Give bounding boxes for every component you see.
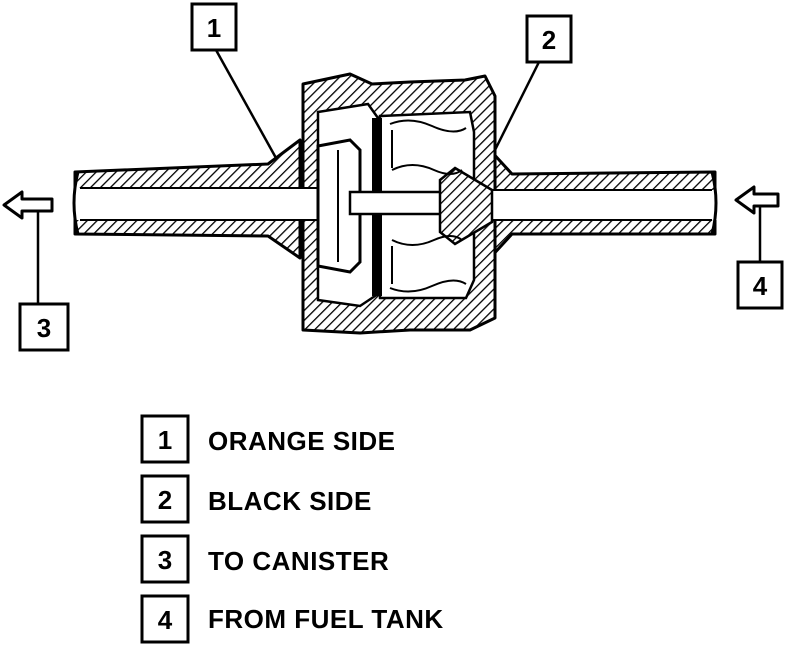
leader-1 — [214, 49, 278, 159]
legend-item-4: 4 FROM FUEL TANK — [140, 594, 444, 644]
legend-item-2: 2 BLACK SIDE — [140, 474, 372, 524]
legend-number-3: 3 — [158, 545, 172, 575]
spring-retainer — [438, 166, 494, 246]
callout-2: 2 — [525, 14, 573, 64]
legend-number-1: 1 — [158, 425, 172, 455]
callout-4-label: 4 — [753, 271, 768, 301]
spring — [389, 119, 467, 293]
callout-3-label: 3 — [37, 313, 51, 343]
legend-text-4: FROM FUEL TANK — [208, 604, 444, 634]
callout-4: 4 — [736, 260, 784, 310]
callout-3: 3 — [18, 302, 70, 352]
legend-number-4: 4 — [158, 605, 173, 635]
legend-number-2: 2 — [158, 485, 172, 515]
legend-text-2: BLACK SIDE — [208, 486, 372, 516]
legend-item-3: 3 TO CANISTER — [140, 534, 389, 584]
callout-1: 1 — [190, 2, 238, 52]
callout-2-label: 2 — [542, 25, 556, 55]
flow-arrow-in-icon — [734, 185, 780, 215]
legend-text-3: TO CANISTER — [208, 546, 389, 576]
leader-2 — [493, 59, 542, 151]
legend-item-1: 1 ORANGE SIDE — [140, 414, 396, 464]
flow-arrow-out-icon — [2, 190, 54, 220]
legend-text-1: ORANGE SIDE — [208, 426, 396, 456]
leader-lines — [36, 49, 762, 304]
right-bore — [478, 190, 718, 220]
callout-1-label: 1 — [207, 13, 221, 43]
legend: 1 ORANGE SIDE 2 BLACK SIDE 3 TO CANISTER… — [140, 414, 444, 644]
valve-body — [72, 72, 718, 335]
left-bore — [75, 188, 320, 220]
